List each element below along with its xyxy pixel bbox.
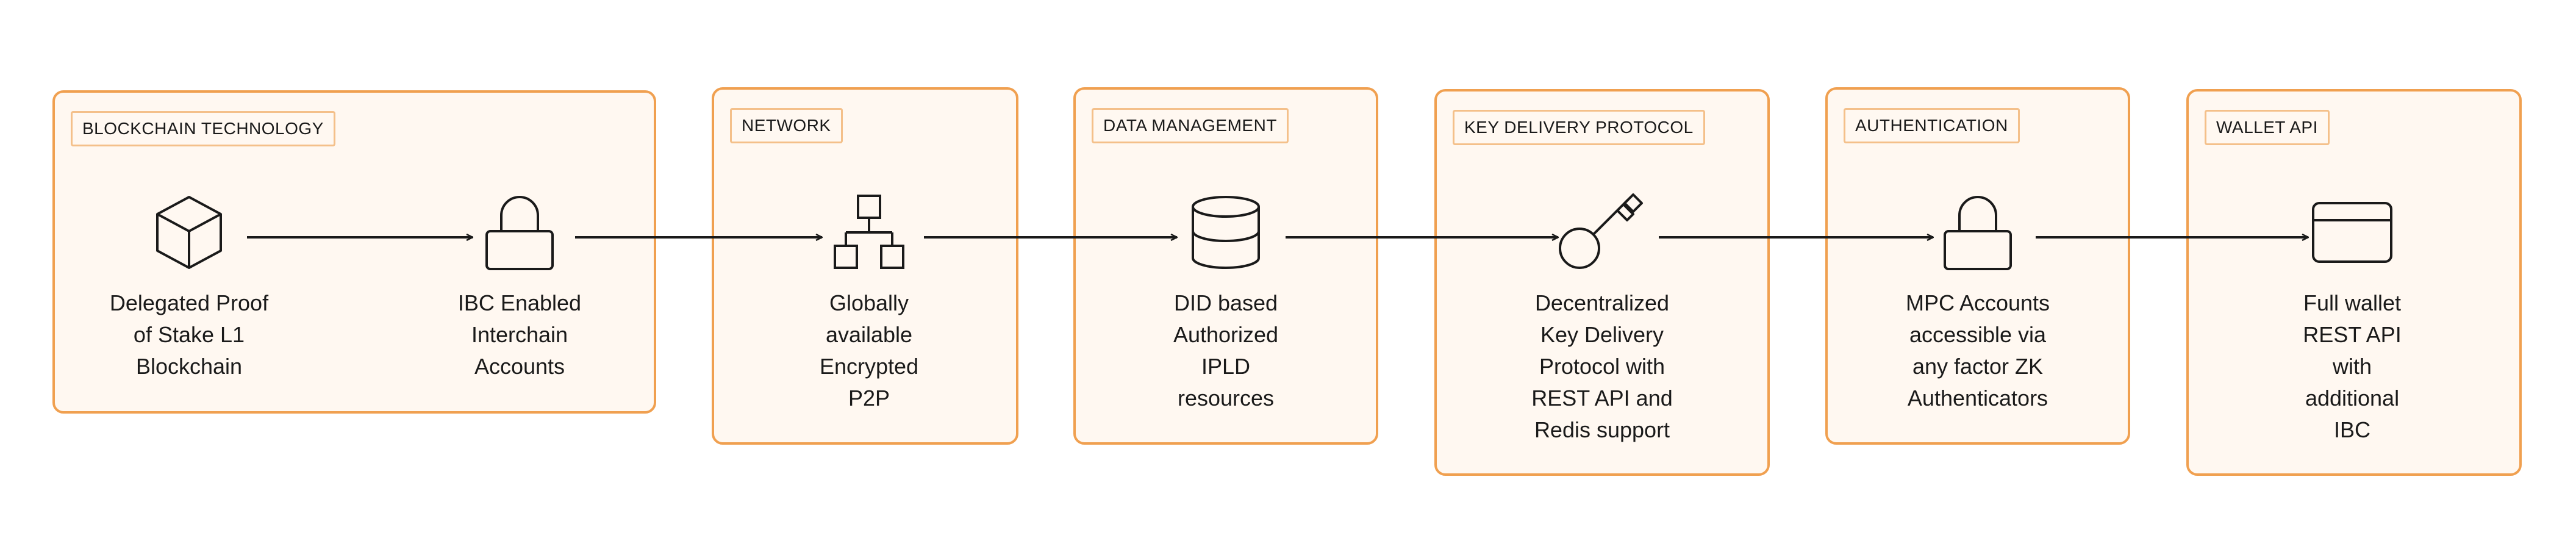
node-text: Delegated Proof of Stake L1 Blockchain <box>109 290 269 379</box>
card-icon <box>2312 202 2392 263</box>
database-icon <box>1192 196 1260 269</box>
group-label: DATA MANAGEMENT <box>1092 108 1289 143</box>
group-label: AUTHENTICATION <box>1844 108 2020 143</box>
cube-icon <box>156 196 222 269</box>
group-label: WALLET API <box>2205 110 2330 145</box>
node-text: IBC Enabled Interchain Accounts <box>457 290 582 379</box>
node-delegated-proof-of-stake: Delegated Proof of Stake L1 Blockchain <box>43 193 335 382</box>
node-mpc-accounts: MPC Accounts accessible via any factor Z… <box>1831 193 2124 414</box>
node-did-ipld-resources: DID based Authorized IPLD resources <box>1079 193 1372 414</box>
node-text: DID based Authorized IPLD resources <box>1173 290 1279 411</box>
node-ibc-enabled-accounts: IBC Enabled Interchain Accounts <box>373 193 666 382</box>
node-key-delivery-protocol: Decentralized Key Delivery Protocol with… <box>1456 193 1748 446</box>
node-text: MPC Accounts accessible via any factor Z… <box>1905 290 2050 411</box>
lock-icon <box>1944 196 2012 270</box>
group-blockchain-technology: BLOCKCHAIN TECHNOLOGY <box>52 90 656 414</box>
node-text: Decentralized Key Delivery Protocol with… <box>1531 290 1673 442</box>
lock-icon <box>485 196 554 270</box>
group-wallet-api: WALLET API <box>2186 89 2522 476</box>
group-key-delivery-protocol: KEY DELIVERY PROTOCOL <box>1434 89 1770 476</box>
node-wallet-rest-api: Full wallet REST API with additional IBC <box>2206 193 2499 446</box>
key-icon <box>1559 193 1643 269</box>
group-label: KEY DELIVERY PROTOCOL <box>1453 110 1705 145</box>
node-text: Globally available Encrypted P2P <box>819 290 919 411</box>
group-data-management: DATA MANAGEMENT <box>1073 87 1378 445</box>
group-label: NETWORK <box>730 108 843 143</box>
group-network: NETWORK <box>712 87 1018 445</box>
network-icon <box>834 195 904 269</box>
node-text: Full wallet REST API with additional IBC <box>2303 290 2402 442</box>
group-authentication: AUTHENTICATION <box>1825 87 2130 445</box>
group-label: BLOCKCHAIN TECHNOLOGY <box>71 111 335 146</box>
node-encrypted-p2p: Globally available Encrypted P2P <box>723 193 1015 414</box>
